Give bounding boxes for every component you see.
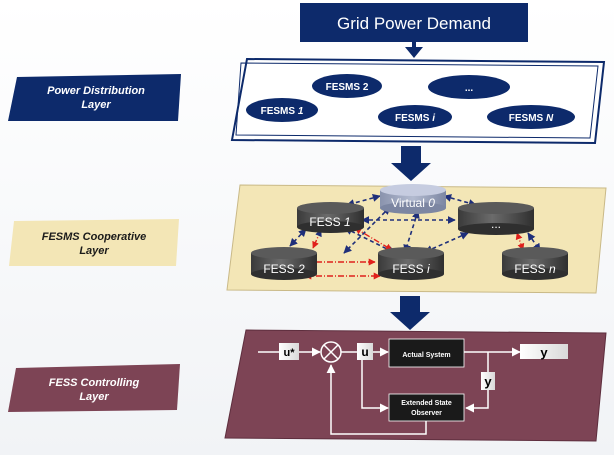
fess-label: FESS [392, 262, 427, 276]
cooperative-label-line2: Layer [79, 245, 109, 257]
fess-index: n [549, 262, 556, 276]
fess-node: FESS n [502, 247, 568, 280]
fess-node: FESS 2 [251, 247, 317, 280]
fesms-node: FESMS i [378, 105, 452, 129]
eso-block: Extended State Observer [388, 393, 465, 422]
controlling-plane [224, 329, 607, 442]
svg-text:Virtual 0: Virtual 0 [391, 196, 435, 210]
fesms-label: FESMS [509, 113, 546, 124]
grid-power-demand-label: Grid Power Demand [337, 14, 491, 33]
fess-node: FESS 1 [297, 202, 364, 233]
virtual-label: Virtual [391, 196, 428, 210]
y-output-label: y [540, 345, 548, 360]
fesms-index: 1 [298, 106, 304, 117]
u-label: u [361, 345, 368, 359]
svg-text:FESMS i: FESMS i [395, 113, 435, 124]
fess-label: FESS [263, 262, 298, 276]
fesms-label: FESMS 2 [326, 82, 369, 93]
y-feedback-label: y [484, 374, 492, 389]
svg-text:...: ... [491, 217, 501, 231]
fesms-node: ... [428, 75, 510, 99]
svg-text:FESS 1: FESS 1 [309, 215, 350, 229]
fess-node: FESS i [378, 247, 444, 280]
u-star-label: u* [284, 347, 296, 359]
svg-text:FESMS N: FESMS N [509, 113, 554, 124]
virtual-index: 0 [428, 196, 435, 210]
layer-label-cooperative: FESMS Cooperative Layer [9, 219, 179, 266]
grid-power-demand-box: Grid Power Demand [300, 3, 528, 42]
summing-junction [320, 341, 342, 363]
actual-system-block: Actual System [388, 338, 465, 368]
distribution-label-line1: Power Distribution [47, 85, 145, 97]
fess-label: FESS [309, 215, 344, 229]
signal-u-star: u* [279, 343, 299, 360]
svg-text:FESS 2: FESS 2 [263, 262, 305, 276]
eso-label-line1: Extended State [401, 400, 452, 407]
down-arrow-cooperative [390, 296, 430, 330]
signal-u: u [357, 343, 373, 360]
fesms-label: FESMS [395, 113, 432, 124]
controlling-label-line2: Layer [79, 391, 109, 403]
grid-arrow-head [405, 47, 423, 58]
fess-node: ... [458, 202, 534, 235]
fess-index: i [427, 262, 430, 276]
eso-label-line2: Observer [411, 410, 442, 417]
down-arrow-distribution [391, 146, 431, 181]
virtual-node: Virtual 0 [380, 184, 446, 214]
svg-text:...: ... [465, 83, 474, 94]
fesms-node: FESMS 2 [312, 74, 382, 98]
fesms-index: i [432, 113, 435, 124]
fess-index: 1 [344, 215, 351, 229]
svg-text:FESMS 1: FESMS 1 [261, 106, 304, 117]
distribution-label-line2: Layer [81, 99, 111, 111]
svg-text:FESS i: FESS i [392, 262, 430, 276]
blue-links [289, 194, 541, 254]
cooperative-label-line1: FESMS Cooperative [42, 231, 147, 243]
fesms-node: FESMS 1 [246, 98, 318, 122]
controlling-label-line1: FESS Controlling [49, 377, 140, 389]
actual-system-label: Actual System [402, 352, 450, 359]
fesms-index: N [546, 113, 554, 124]
control-wiring [258, 347, 521, 435]
fess-index: 2 [297, 262, 305, 276]
signal-y-output: y [520, 344, 568, 360]
svg-text:FESMS 2: FESMS 2 [326, 82, 369, 93]
fesms-label: FESMS [261, 106, 298, 117]
layer-label-controlling: FESS Controlling Layer [8, 364, 180, 412]
fesms-node: FESMS N [487, 105, 575, 129]
fesms-label: ... [465, 83, 474, 94]
fess-label: ... [491, 217, 501, 231]
signal-y-feedback: y [481, 372, 495, 390]
layer-label-distribution: Power Distribution Layer [8, 74, 181, 121]
svg-text:FESS n: FESS n [514, 262, 556, 276]
fess-label: FESS [514, 262, 549, 276]
